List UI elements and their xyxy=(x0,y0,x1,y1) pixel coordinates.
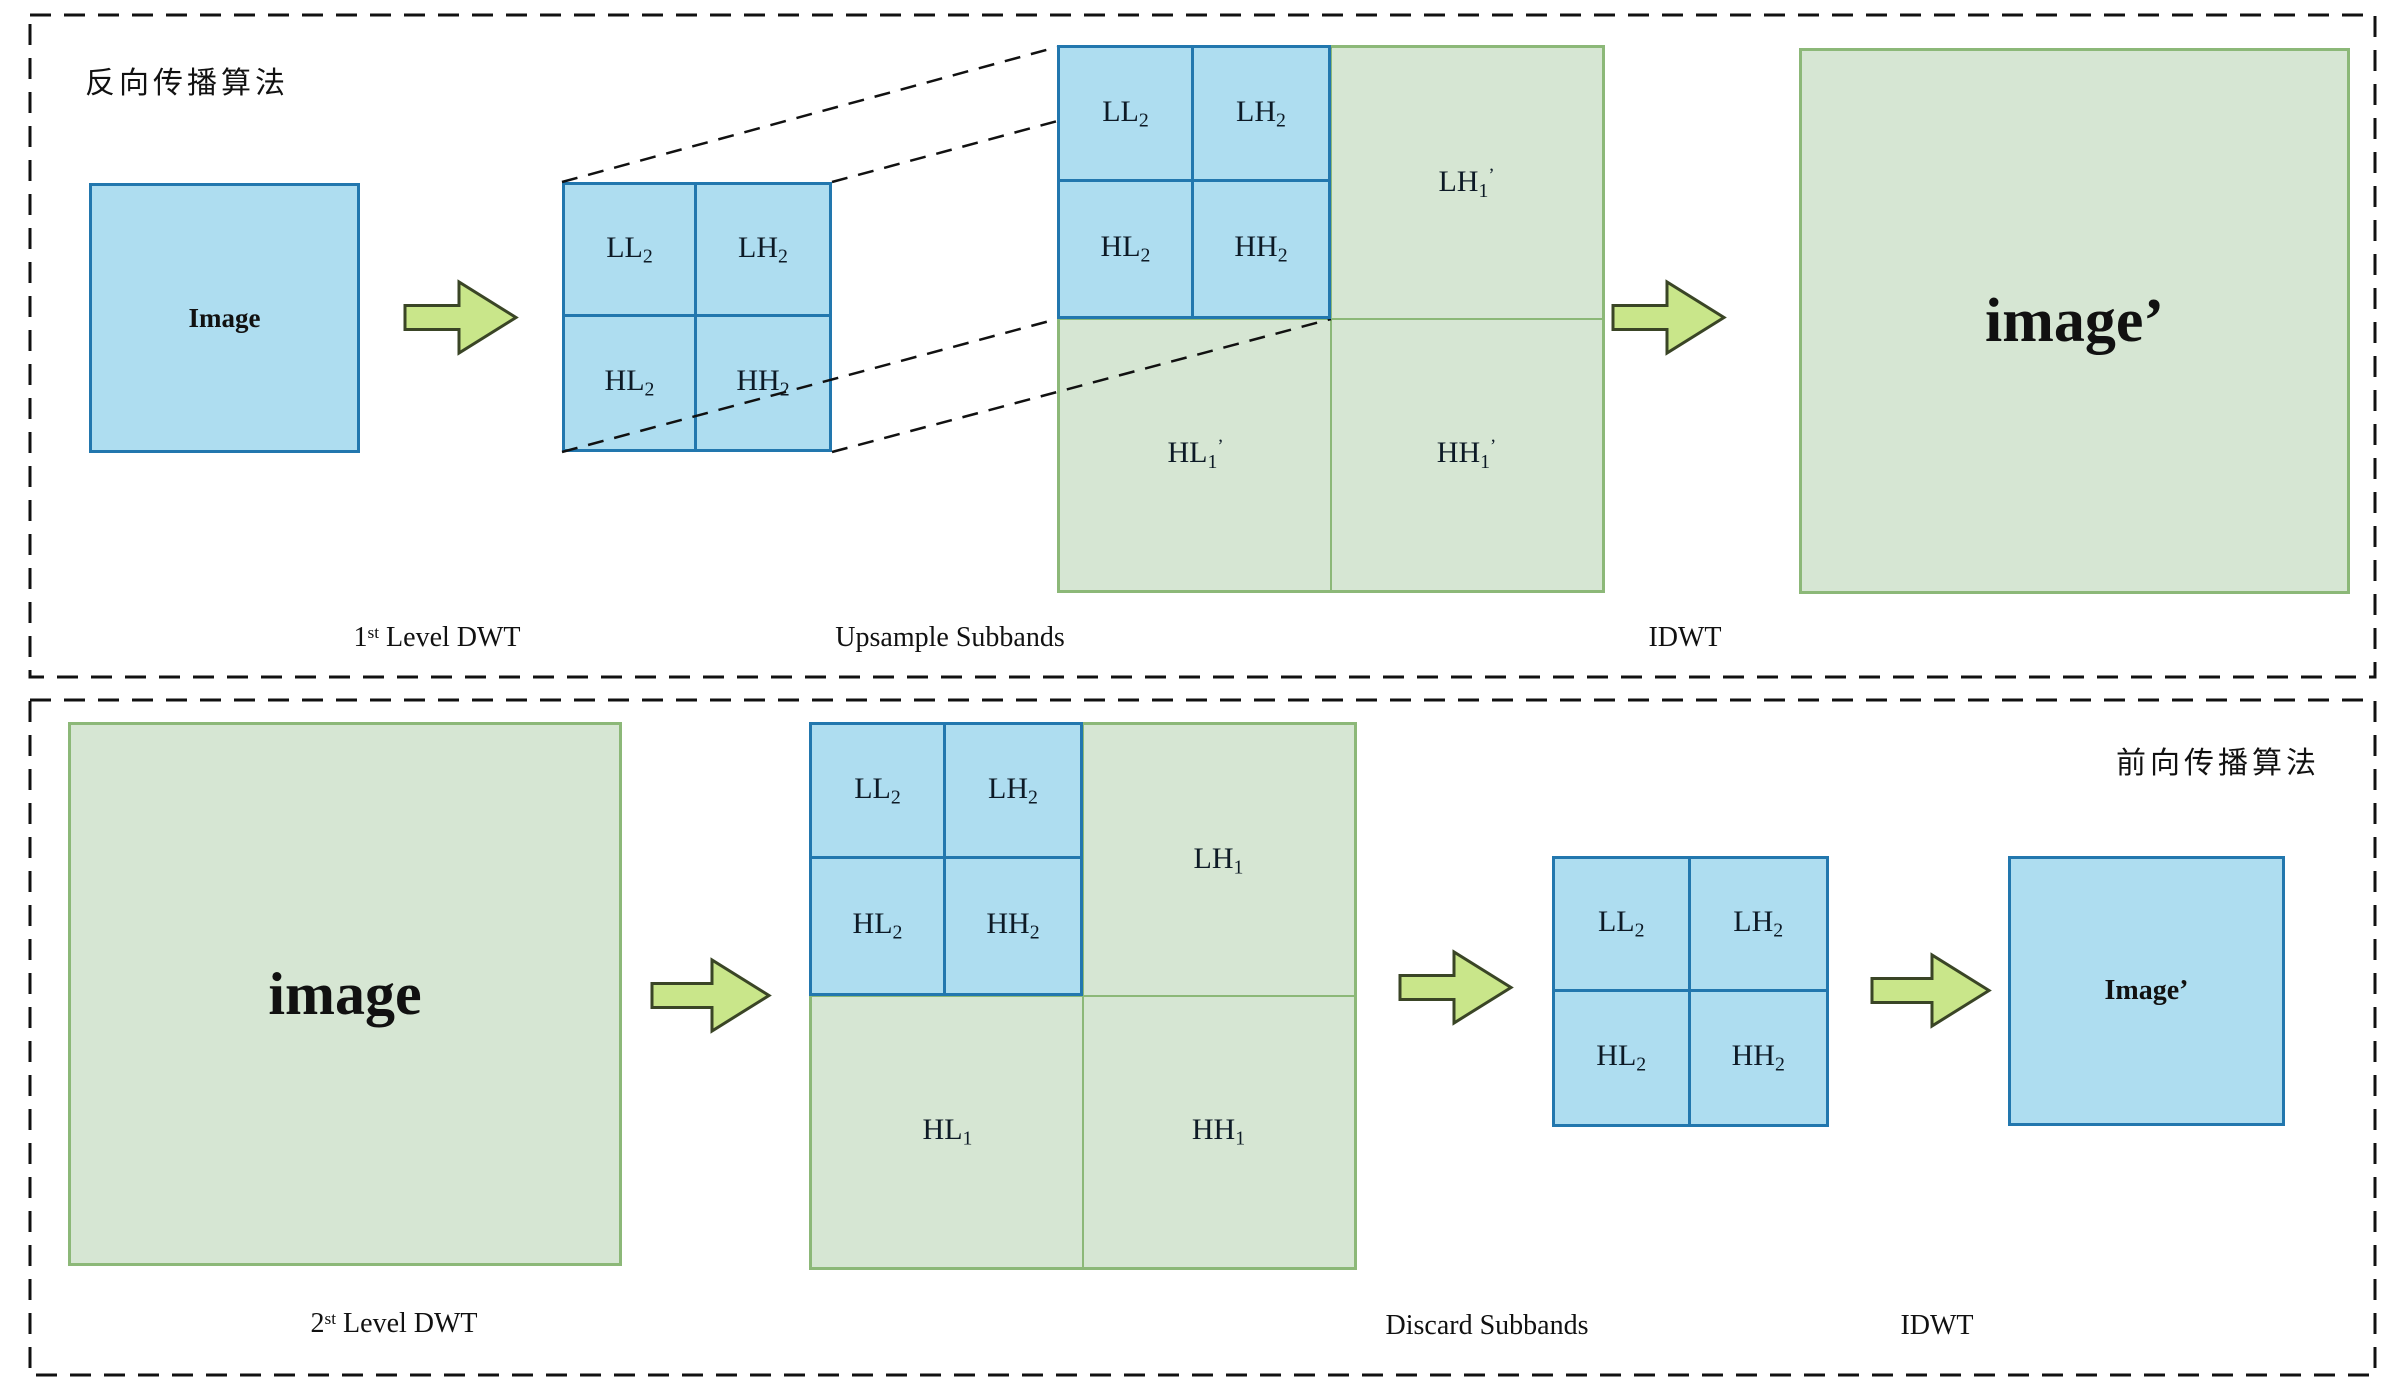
subband-cell-ll2: LL2 xyxy=(1060,48,1194,182)
arrow-right-icon xyxy=(1870,952,1992,1029)
forward-output-image-box: Image’ xyxy=(2008,856,2285,1126)
arrow-right-icon xyxy=(403,279,519,356)
caption-idwt-top: IDWT xyxy=(1648,622,1722,653)
forward-input-image-label: image xyxy=(268,960,422,1027)
subband-cell-hl2: HL2 xyxy=(1555,991,1691,1124)
quadrant-label-hl1: HL1 xyxy=(922,1112,973,1150)
subband-cell-hh2: HH2 xyxy=(1234,230,1288,267)
subband-cell-hl2: HL2 xyxy=(565,317,697,449)
arrow-right-icon xyxy=(650,957,772,1034)
arrow-right-icon xyxy=(1398,949,1514,1026)
backward-output-image-box: image’ xyxy=(1799,48,2350,594)
subband-cell-lh2: LH2 xyxy=(1690,859,1826,992)
backward-dwt-grid: LL2 LH2 HL2 HH2 xyxy=(562,182,832,452)
quadrant-label-hl1-prime: HL1’ xyxy=(1167,435,1224,473)
subband-cell-hh2: HH2 xyxy=(1731,1038,1785,1076)
caption-discard-subbands: Discard Subbands xyxy=(1385,1310,1589,1341)
backward-input-image-box: Image xyxy=(89,183,360,453)
subband-cell-hl2: HL2 xyxy=(1060,182,1194,316)
subband-cell-ll2: LL2 xyxy=(1555,859,1691,992)
dashed-connector xyxy=(561,45,1058,184)
decomposition-dwt-grid: LL2 LH2 HL2 HH2 xyxy=(809,722,1083,996)
subband-cell-hl2: HL2 xyxy=(812,859,946,993)
subband-cell-hh2: HH2 xyxy=(736,364,790,401)
forward-input-image-box: image xyxy=(68,722,622,1266)
quadrant-label-lh1-prime: LH1’ xyxy=(1438,164,1495,202)
backward-input-image-label: Image xyxy=(188,302,261,333)
upsample-dwt-grid: LL2 LH2 HL2 HH2 xyxy=(1057,45,1331,319)
caption-2nd-level-dwt: 2st Level DWT xyxy=(310,1308,478,1339)
arrow-right-icon xyxy=(1611,279,1727,356)
quadrant-label-lh1: LH1 xyxy=(1193,841,1244,879)
backward-panel-title: 反向传播算法 xyxy=(85,67,289,100)
subband-cell-lh2: LH2 xyxy=(1194,48,1328,182)
forward-output-image-label: Image’ xyxy=(2104,975,2189,1006)
quadrant-label-hh1-prime: HH1’ xyxy=(1436,435,1497,473)
forward-panel-title: 前向传播算法 xyxy=(2116,747,2320,780)
subband-cell-lh2: LH2 xyxy=(946,725,1080,859)
subband-cell-lh2: LH2 xyxy=(697,185,829,317)
subband-cell-hh2: HH2 xyxy=(986,907,1040,944)
subband-cell-ll2: LL2 xyxy=(565,185,697,317)
backward-output-image-label: image’ xyxy=(1984,286,2165,355)
quadrant-label-hh1: HH1 xyxy=(1191,1112,1246,1150)
caption-idwt-bottom: IDWT xyxy=(1900,1310,1974,1341)
caption-1st-level-dwt: 1st Level DWT xyxy=(353,622,521,653)
subband-cell-ll2: LL2 xyxy=(812,725,946,859)
caption-upsample-subbands: Upsample Subbands xyxy=(835,622,1065,653)
discard-subbands-grid: LL2 LH2 HL2 HH2 xyxy=(1552,856,1829,1127)
